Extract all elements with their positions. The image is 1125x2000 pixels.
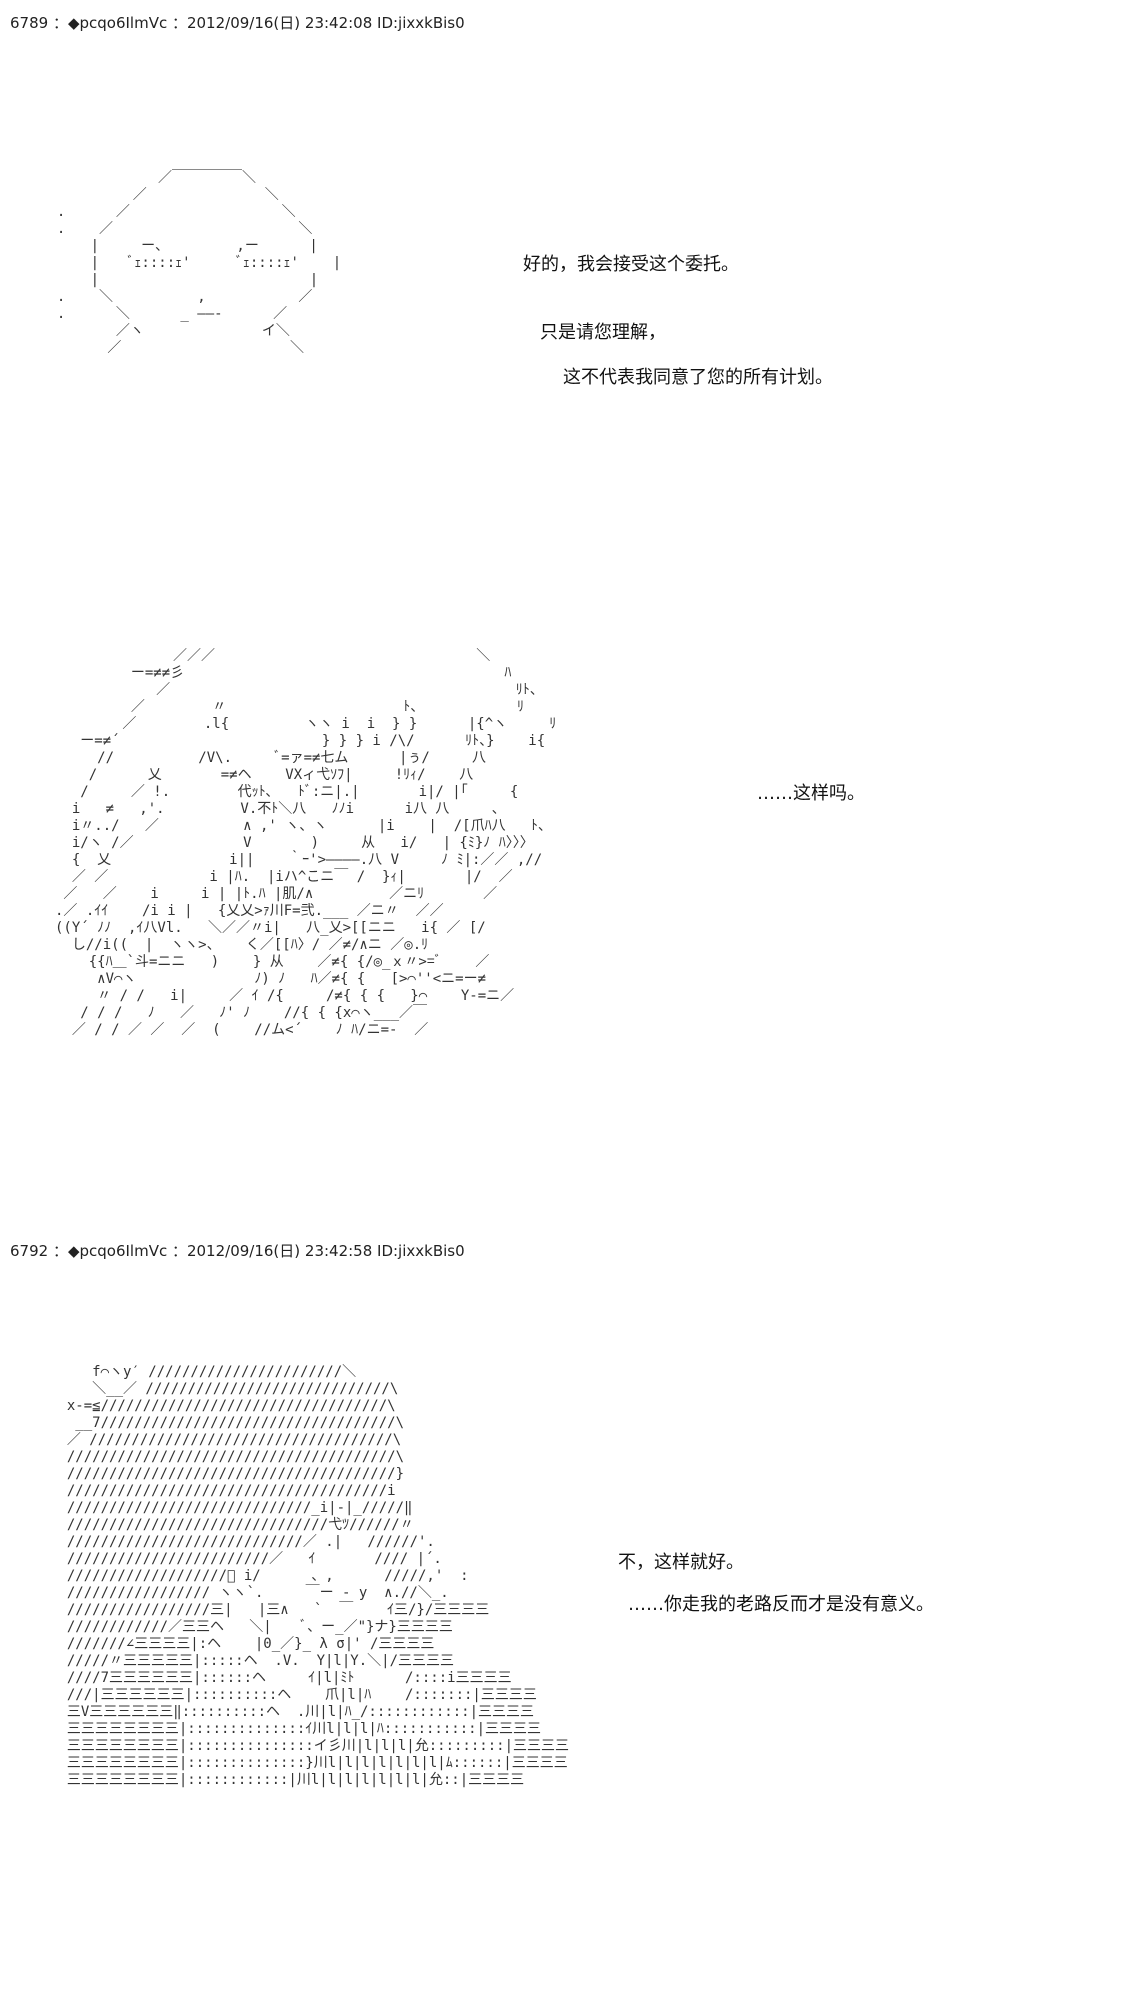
post-header: 6789 ：◆pcqo6IlmVc ：2012/09/16(日) 23:42:0… bbox=[10, 14, 465, 32]
dialog-line: ……这样吗。 bbox=[757, 783, 865, 804]
ascii-art-face: ／￣￣￣￣￣＼ ／ ＼ . ／ ＼ . ／ ＼ | ー、 ,ー | | ﾞｪ::… bbox=[56, 170, 342, 356]
post-header: 6792 ：◆pcqo6IlmVc ：2012/09/16(日) 23:42:5… bbox=[10, 1242, 465, 1260]
ascii-art-group: ／／／ ＼ ー=≠≠彡 ﾊ ／ ﾘﾄ、 ／ 〃 ﾄ、 bbox=[55, 648, 557, 1038]
dialog-line: 这不代表我同意了您的所有计划。 bbox=[563, 367, 833, 388]
ascii-art-hood: f⌒ヽy′ ///////////////////////＼ ＼__／ ////… bbox=[66, 1364, 570, 1788]
dialog-line: 好的，我会接受这个委托。 bbox=[523, 254, 739, 275]
dialog-line: 只是请您理解， bbox=[540, 322, 666, 343]
dialog-line: ……你走我的老路反而才是没有意义。 bbox=[628, 1594, 934, 1615]
dialog-line: 不，这样就好。 bbox=[618, 1552, 744, 1573]
